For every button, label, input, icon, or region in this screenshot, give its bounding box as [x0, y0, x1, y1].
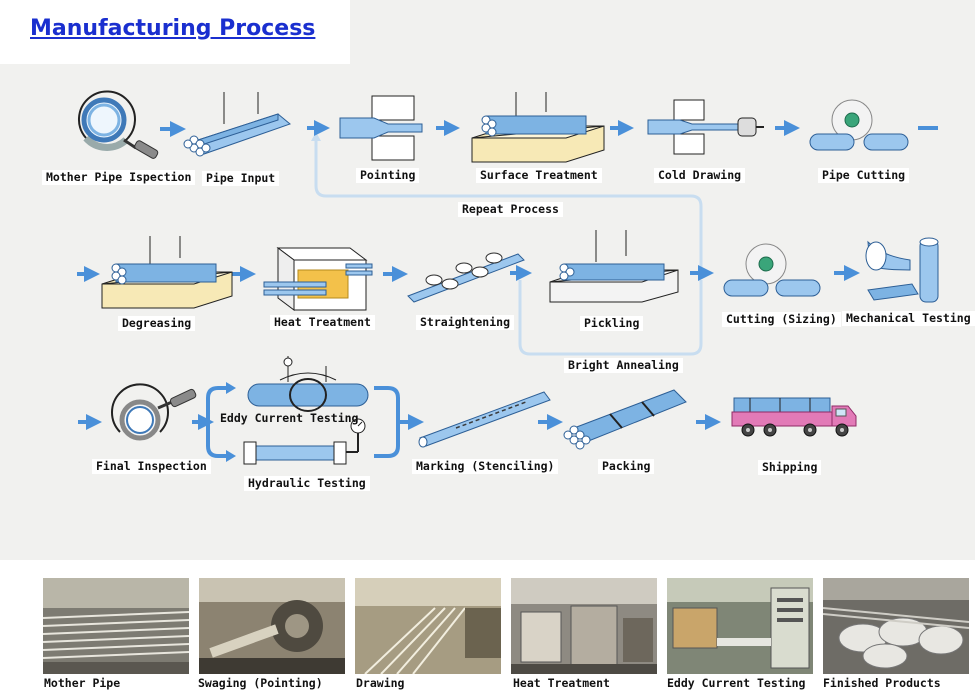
pipe-bundle-icon: [183, 92, 291, 157]
label-packing: Packing: [598, 459, 655, 474]
stenciled-pipe-icon: [418, 391, 551, 448]
flow-arrows: [77, 120, 938, 462]
testing-branch-right: [374, 386, 400, 458]
photo-mother-pipe: [43, 578, 189, 674]
truck-icon: [731, 397, 857, 437]
label-surface-treatment: Surface Treatment: [476, 168, 602, 183]
label-shipping: Shipping: [758, 460, 822, 475]
label-pointing: Pointing: [356, 168, 420, 183]
label-pickling: Pickling: [580, 316, 644, 331]
caption-eddy-current: Eddy Current Testing: [667, 676, 806, 690]
pipe-cutter-icon: [809, 99, 909, 151]
photo-eddy-current: [667, 578, 813, 674]
eddy-current-coil-icon: [247, 356, 369, 412]
label-bright-annealing: Bright Annealing: [564, 358, 683, 373]
packed-bundle-icon: [563, 389, 687, 450]
test-specimen-icon: [865, 237, 939, 303]
bright-annealing-loop: [518, 280, 703, 356]
pickling-tank-icon: [549, 230, 679, 303]
pointing-die-icon: [339, 95, 423, 161]
sizing-cutter-icon: [723, 243, 821, 297]
testing-branch-left: [206, 386, 232, 458]
furnace-icon: [263, 247, 373, 311]
photo-drawing: [355, 578, 501, 674]
repeat-process-loop: [314, 135, 703, 272]
caption-heat-treatment: Heat Treatment: [513, 676, 610, 690]
magnifier-icon: [78, 90, 159, 159]
caption-swaging: Swaging (Pointing): [198, 676, 323, 690]
page-title: Manufacturing Process: [30, 16, 316, 41]
straightening-rollers-icon: [407, 252, 525, 303]
label-straightening: Straightening: [416, 315, 515, 330]
label-mother-pipe-inspection: Mother Pipe Ispection: [42, 170, 196, 185]
label-repeat-process: Repeat Process: [458, 202, 563, 217]
label-hydraulic-testing: Hydraulic Testing: [244, 476, 370, 491]
label-pipe-input: Pipe Input: [202, 171, 280, 186]
degreasing-tank-icon: [101, 236, 233, 309]
title-panel: Manufacturing Process: [0, 0, 350, 64]
photo-finished-products: [823, 578, 969, 674]
repeat-loop-arrowhead: [311, 132, 321, 141]
caption-finished-products: Finished Products: [823, 676, 941, 690]
label-pipe-cutting: Pipe Cutting: [818, 168, 910, 183]
caption-mother-pipe: Mother Pipe: [44, 676, 121, 690]
label-marking-stenciling: Marking (Stenciling): [412, 459, 559, 474]
cold-drawing-die-icon: [647, 99, 764, 155]
caption-drawing: Drawing: [356, 676, 405, 690]
label-mechanical-testing: Mechanical Testing: [842, 311, 975, 326]
label-final-inspection: Final Inspection: [92, 459, 211, 474]
label-cold-drawing: Cold Drawing: [654, 168, 746, 183]
label-eddy-current-testing: Eddy Current Testing: [220, 411, 359, 425]
inspection-magnifier-icon: [111, 383, 197, 441]
photo-swaging: [199, 578, 345, 674]
hydraulic-test-icon: [243, 418, 366, 465]
label-degreasing: Degreasing: [118, 316, 196, 331]
label-heat-treatment: Heat Treatment: [270, 315, 375, 330]
testing-branch-arrowheads: [226, 382, 236, 462]
photo-heat-treatment: [511, 578, 657, 674]
label-cutting-sizing: Cutting (Sizing): [722, 312, 841, 327]
surface-treatment-tank-icon: [471, 92, 605, 163]
